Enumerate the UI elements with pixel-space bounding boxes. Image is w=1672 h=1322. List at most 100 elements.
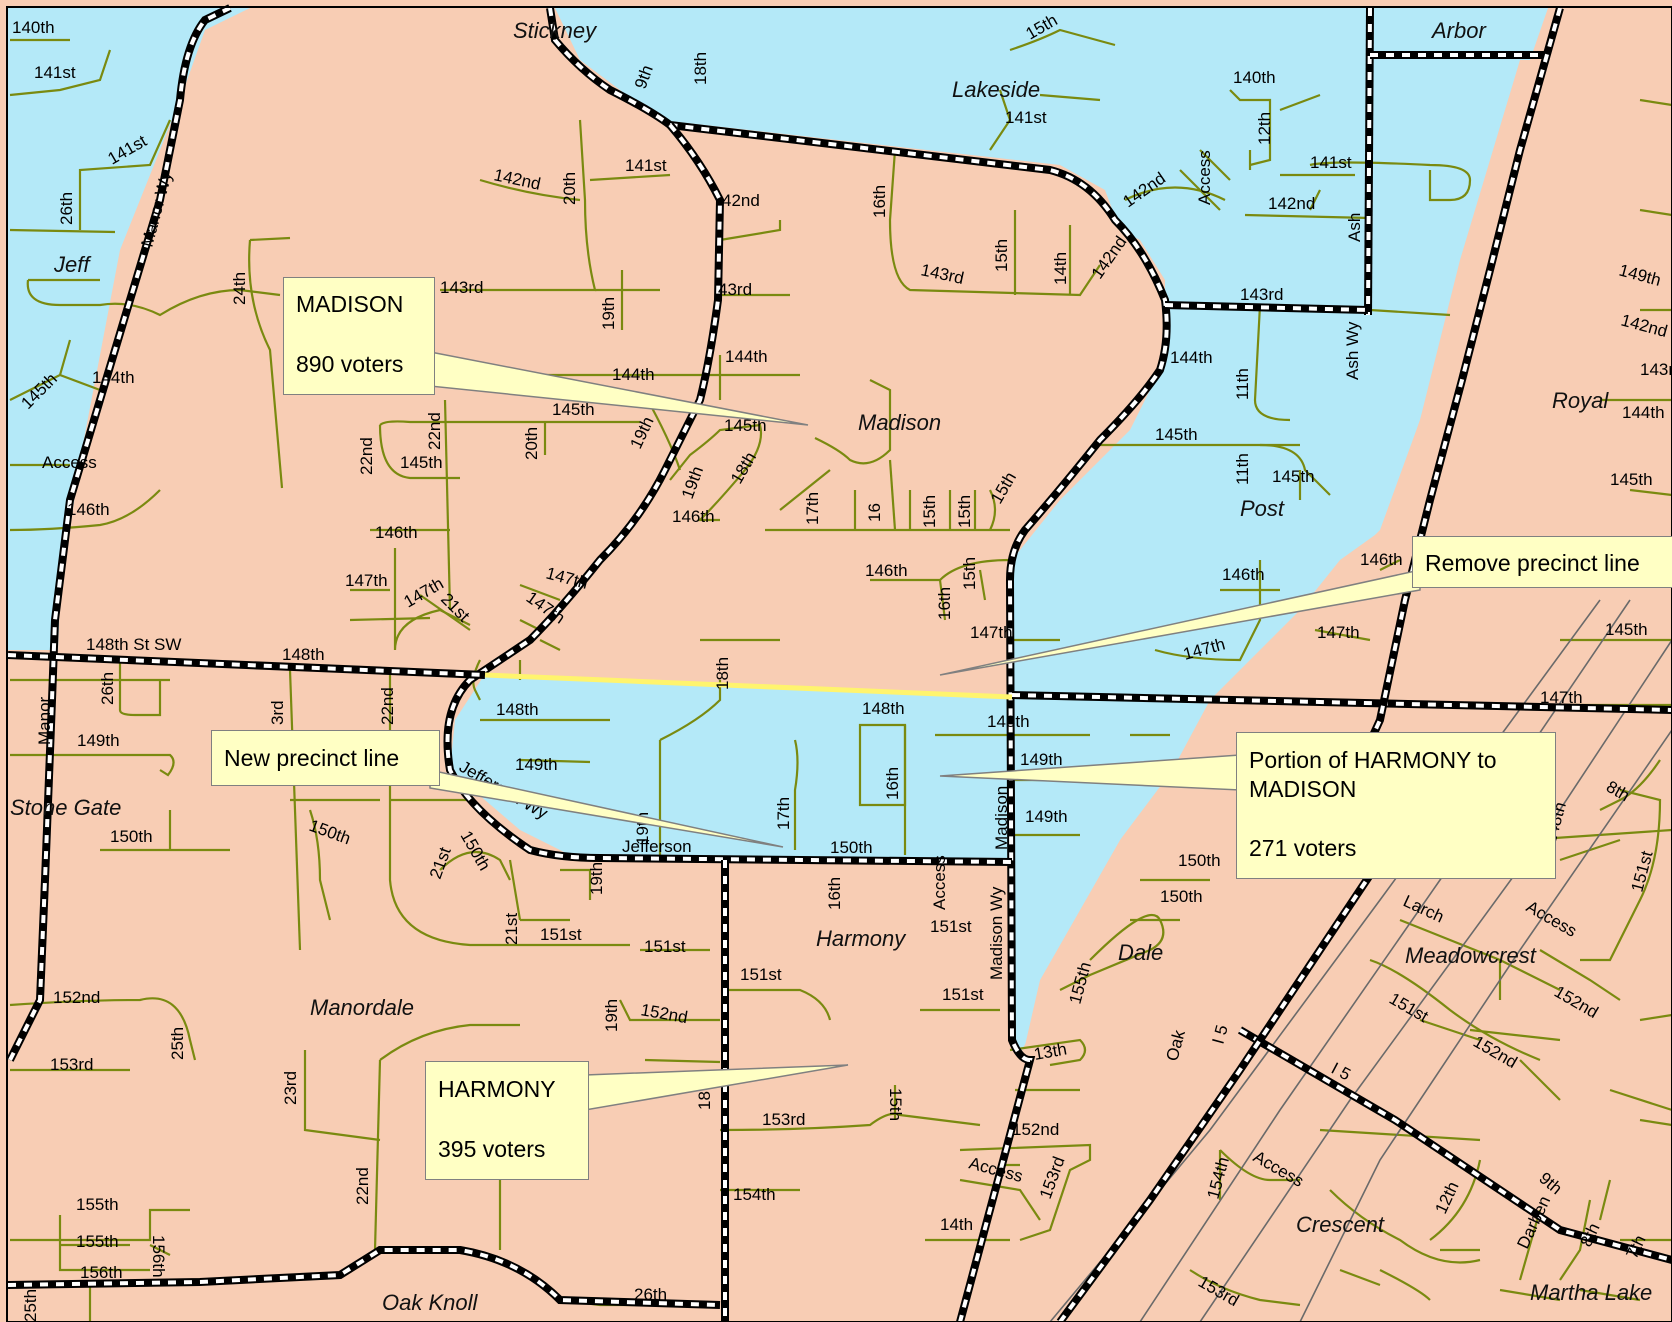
- harmony-callout-title: HARMONY: [438, 1076, 556, 1102]
- street-label: 12th: [1255, 112, 1274, 145]
- street-label: 145th: [724, 416, 767, 435]
- street-label: 151st: [644, 937, 686, 956]
- street-label: Madison: [992, 786, 1011, 850]
- street-label: 148th: [282, 645, 325, 664]
- remove-line-callout: Remove precinct line: [1412, 536, 1672, 588]
- street-label: 147th: [1317, 623, 1360, 642]
- street-label: 22nd: [378, 687, 397, 725]
- street-label: 144th: [612, 365, 655, 384]
- street-label: 19th: [602, 999, 621, 1032]
- street-label: 16: [865, 503, 884, 522]
- area-label: Post: [1240, 496, 1285, 521]
- street-label: 16th: [825, 877, 844, 910]
- street-label: 23rd: [281, 1071, 300, 1105]
- street-label: 151st: [540, 925, 582, 944]
- street-label: 16th: [935, 587, 954, 620]
- street-label: 148th St SW: [86, 635, 181, 654]
- precinct-boundaries: [6, 4, 1672, 1322]
- area-label: Arbor: [1430, 18, 1487, 43]
- street-label: 15th: [920, 495, 939, 528]
- street-label: 20th: [560, 172, 579, 205]
- street-label: 150th: [1160, 887, 1203, 906]
- street-label: 145th: [1272, 467, 1315, 486]
- harmony-callout: HARMONY 395 voters: [425, 1061, 589, 1180]
- street-label: 152nd: [53, 988, 100, 1007]
- street-label: 25th: [21, 1289, 40, 1322]
- street-label: 147th: [1540, 688, 1583, 707]
- harmony-east-area: [725, 858, 1020, 1322]
- madison-callout: MADISON 890 voters: [283, 277, 435, 395]
- street-label: 22nd: [357, 437, 376, 475]
- street-label: 142nd: [1268, 194, 1315, 213]
- area-label: Crescent: [1296, 1212, 1385, 1237]
- street-label: 143rd: [440, 278, 483, 297]
- area-label: Manordale: [310, 995, 414, 1020]
- street-label: 148th: [987, 712, 1030, 731]
- area-label: Oak Knoll: [382, 1290, 478, 1315]
- street-label: 152nd: [1012, 1120, 1059, 1139]
- street-label: 18: [695, 1091, 714, 1110]
- street-label: 146th: [375, 523, 418, 542]
- street-label: 151st: [942, 985, 984, 1004]
- new-line-callout-title: New precinct line: [224, 745, 400, 771]
- street-label: 21st: [502, 913, 521, 945]
- street-label: 14th: [940, 1215, 973, 1234]
- street-label: 148th: [496, 700, 539, 719]
- street-label: 153rd: [50, 1055, 93, 1074]
- street-label: 141st: [34, 63, 76, 82]
- area-label: Stone Gate: [10, 795, 121, 820]
- street-label: 148th: [862, 699, 905, 718]
- street-label: 145th: [1610, 470, 1653, 489]
- street-label: 156th: [149, 1235, 168, 1278]
- street-label: 146th: [1222, 565, 1265, 584]
- street-label: 11th: [1233, 453, 1252, 485]
- street-label: Manor: [35, 696, 54, 745]
- street-label: 145th: [400, 453, 443, 472]
- remove-line-callout-title: Remove precinct line: [1425, 550, 1640, 576]
- madison-callout-title: MADISON: [296, 291, 404, 317]
- street-label: 147th: [970, 623, 1013, 642]
- street-label: 17th: [803, 492, 822, 525]
- street-label: 25th: [168, 1027, 187, 1060]
- street-label: 144th: [725, 347, 768, 366]
- area-label: Harmony: [816, 926, 907, 951]
- street-label: 153rd: [762, 1110, 805, 1129]
- area-label: Jeff: [53, 252, 92, 277]
- street-label: 145th: [552, 400, 595, 419]
- street-label: 15th: [960, 557, 979, 590]
- madison-east-strip: [1012, 700, 1210, 1050]
- new-line-callout: New precinct line: [211, 730, 440, 786]
- street-label: 146th: [67, 500, 110, 519]
- area-label: Lakeside: [952, 77, 1040, 102]
- street-label: 143rd: [1240, 285, 1283, 304]
- street-label: 42nd: [722, 191, 760, 210]
- area-label: Meadowcrest: [1405, 943, 1537, 968]
- street-label: 140th: [12, 18, 55, 37]
- street-label: 16th: [870, 185, 889, 218]
- street-label: Ash Wy: [1343, 321, 1362, 380]
- street-label: 141st: [1005, 108, 1047, 127]
- street-label: Access: [930, 855, 949, 910]
- street-label: 149th: [1025, 807, 1068, 826]
- street-label: 150th: [830, 838, 873, 857]
- street-label: 151st: [930, 917, 972, 936]
- street-label: 155th: [76, 1195, 119, 1214]
- arbor-area: [1370, 8, 1548, 60]
- street-label: 15th: [886, 1088, 905, 1121]
- street-label: 43rd: [718, 280, 752, 299]
- street-label: 14th: [1051, 252, 1070, 285]
- street-label: 145th: [1155, 425, 1198, 444]
- street-label: 146th: [672, 507, 715, 526]
- map-frame: [6, 6, 1672, 1322]
- street-label: 144th: [1170, 348, 1213, 367]
- street-label: 150th: [1178, 851, 1221, 870]
- street-label: 141st: [625, 156, 667, 175]
- new-precinct-line: [484, 672, 1013, 700]
- portion-callout-line2: MADISON: [1249, 776, 1357, 802]
- street-label: Access: [42, 453, 97, 472]
- madison-area: [8, 8, 1548, 1060]
- street-label: 144th: [92, 368, 135, 387]
- street-label: 149th: [515, 755, 558, 774]
- street-label: 154th: [733, 1185, 776, 1204]
